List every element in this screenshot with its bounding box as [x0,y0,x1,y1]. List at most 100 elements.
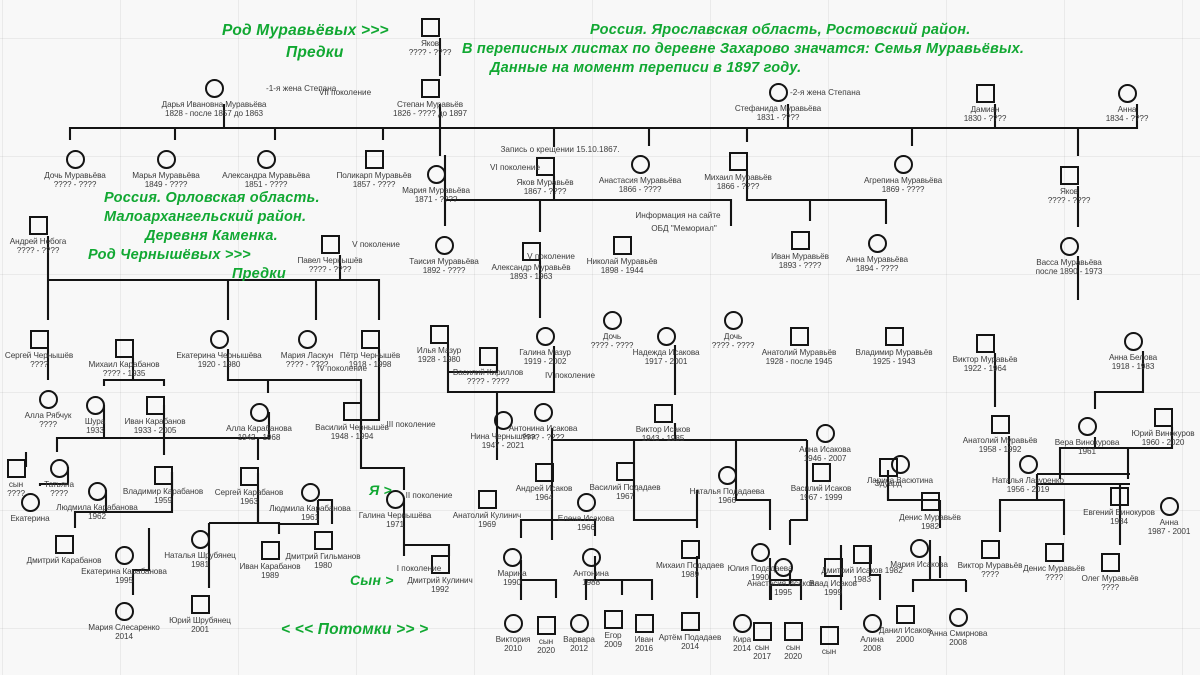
female-symbol-icon [948,608,968,627]
person-dates: 1959 [154,496,172,506]
person-name: Василий Чернышёв [315,423,389,432]
male-symbol-icon [260,541,280,560]
male-symbol-icon [1059,166,1079,185]
generation-marker: II поколение [405,491,453,500]
female-symbol-icon [256,150,276,169]
person-dates: 1830 - ???? [963,114,1007,124]
person-dates: 1928 - 1980 [417,355,461,365]
person-dates: 1995 [115,576,133,586]
person-name: Василий Исаков [790,484,852,493]
person-name: Марина [497,569,527,578]
person-name: Антонина [573,569,609,578]
male-symbol-icon [884,327,904,346]
person-name: Яков [420,39,440,48]
male-symbol-icon [145,396,165,415]
person-dates: 1922 - 1964 [963,364,1007,374]
person-name: Андрей Исаков [515,484,573,493]
male-symbol-icon [360,330,380,349]
person-dates: 1971 [386,520,404,530]
male-symbol-icon [420,18,440,37]
female-symbol-icon [1123,332,1143,351]
male-symbol-icon [420,79,440,98]
person-name: Михаил Муравьёв [704,173,772,182]
heading-h-syn: Сын > [350,572,394,588]
male-symbol-icon [153,466,173,485]
annotation-note: -1-я жена Степана [266,84,337,93]
person-dates: 2017 [753,652,771,662]
person-name: Анна Муравьёва [846,255,908,264]
male-symbol-icon [536,616,556,635]
female-symbol-icon [768,83,788,102]
female-symbol-icon [20,493,40,512]
person-name: Варвара [563,635,595,644]
person-name: Юлия Подадаева [727,564,793,573]
person-dates: 2008 [949,638,967,648]
person-dates: 1869 - ???? [881,185,925,195]
person-name: Василий Подадаев [589,483,661,492]
person-label: Дочь Муравьёва???? - ???? [44,171,106,190]
male-symbol-icon [634,614,654,633]
female-symbol-icon [630,155,650,174]
male-symbol-icon [28,216,48,235]
person-name: Иван Карабанов [124,417,186,426]
person-label: сын [822,647,836,656]
person-dates: 1995 [774,588,792,598]
person-name: Стефанида Муравьёва [734,104,822,113]
person-name: Яков Муравьёв [516,178,574,187]
person-label: Мария Ласкун???? - ???? [281,351,334,370]
male-symbol-icon [1044,543,1064,562]
person-dates: ???? - ???? [308,265,352,275]
person-label: Алла Рябчук???? [25,411,72,430]
person-name: Татьяна [44,480,74,489]
person-dates: 1981 [191,560,209,570]
female-symbol-icon [493,411,513,430]
person-name: Дмитрий Кулинич [407,576,473,585]
male-symbol-icon [819,626,839,645]
person-name: Анна [1117,105,1137,114]
person-name: сын [821,647,837,656]
male-symbol-icon [603,610,623,629]
female-symbol-icon [1159,497,1179,516]
person-label: Денис Муравьёв???? [1023,564,1085,583]
person-dates: 1871 - ???? [414,195,458,205]
person-dates: 2010 [504,644,522,654]
person-dates: 1964 [535,493,553,503]
person-name: Степан Муравьёв [397,100,463,109]
person-dates: 1946 - 2007 [803,454,847,464]
female-symbol-icon [750,543,770,562]
person-name: Юрий Шрубянец [169,616,231,625]
person-name: Анатолий Кулинич [452,511,522,520]
person-name: Васса Муравьёва [1036,258,1102,267]
heading-h-predki1: Предки [286,44,344,61]
person-label: Михаил Карабанов???? - 1935 [89,360,160,379]
person-label: Лариса Васютина [867,476,933,485]
person-dates: ???? [30,360,48,370]
person-name: Яков [1059,187,1079,196]
person-dates: 1999 [824,588,842,598]
female-symbol-icon [503,614,523,633]
female-symbol-icon [114,602,134,621]
person-name: Шура [84,417,106,426]
female-symbol-icon [204,79,224,98]
heading-h-census2: Данные на момент переписи в 1897 году. [490,60,802,76]
person-name: Сергей Чернышёв [4,351,74,360]
person-name: Илья Мазур [416,346,462,355]
